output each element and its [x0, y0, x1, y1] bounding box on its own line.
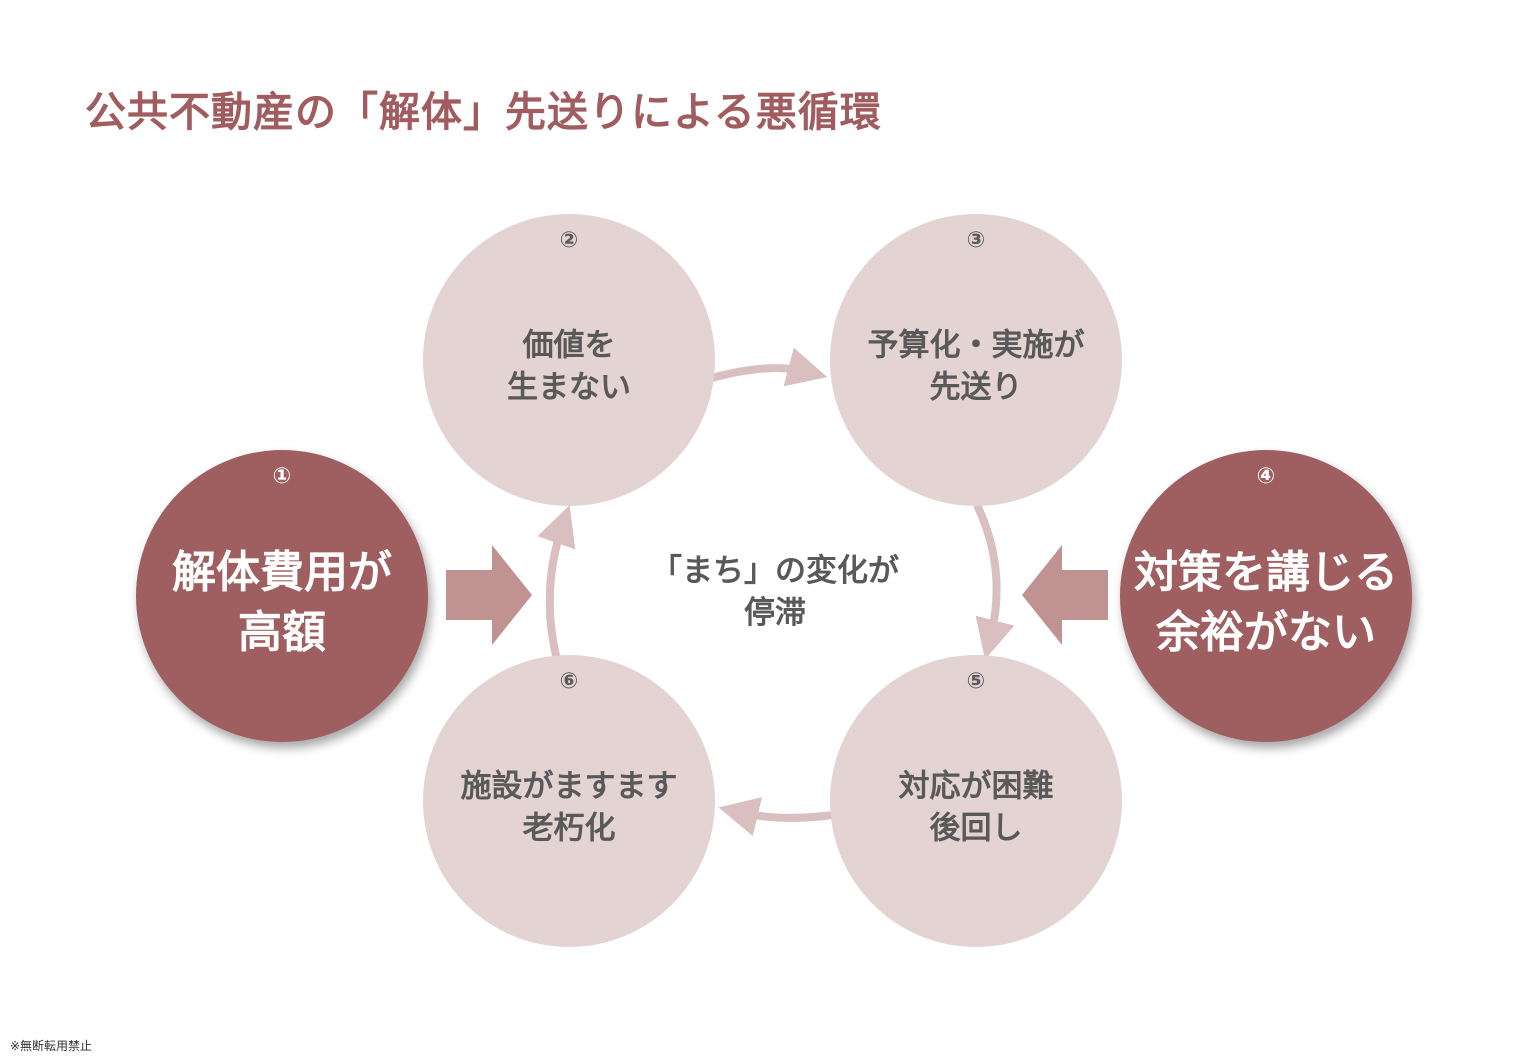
arrow-2-to-3	[710, 347, 828, 387]
node-5-difficult: ⑤ 対応が困難 後回し	[830, 655, 1122, 947]
node-label-line: 予算化・実施が	[867, 327, 1085, 364]
node-label: 価値を 生まない	[403, 325, 735, 409]
block-arrow-1	[446, 545, 532, 645]
node-1-demolition-cost: ① 解体費用が 高額	[136, 450, 428, 742]
center-caption: 「まち」の変化が 停滞	[610, 550, 940, 634]
arrow-5-to-6	[718, 797, 834, 837]
node-label: 対策を講じる 余裕がない	[1100, 543, 1432, 663]
node-label-line: 老朽化	[522, 810, 616, 847]
node-label-line: 対策を講じる	[1134, 547, 1398, 599]
node-label-line: 施設がますます	[460, 768, 678, 805]
node-label: 解体費用が 高額	[116, 543, 448, 663]
node-label: 予算化・実施が 先送り	[810, 325, 1142, 409]
node-number: ③	[966, 228, 986, 253]
copyright-note: ※無断転用禁止	[10, 1039, 93, 1053]
node-label-line: 解体費用が	[172, 547, 392, 599]
node-label-line: 先送り	[929, 369, 1023, 406]
slide-title: 公共不動産の「解体」先送りによる悪循環	[85, 88, 882, 136]
arrow-6-to-2	[537, 505, 576, 661]
node-number: ④	[1256, 464, 1276, 489]
node-number: ⑤	[966, 669, 986, 694]
node-label-line: 余裕がない	[1156, 607, 1376, 659]
node-label: 施設がますます 老朽化	[403, 766, 735, 850]
node-3-postponed: ③ 予算化・実施が 先送り	[830, 214, 1122, 506]
node-4-no-room: ④ 対策を講じる 余裕がない	[1120, 450, 1412, 742]
node-label: 対応が困難 後回し	[810, 766, 1142, 850]
center-caption-line: 「まち」の変化が	[651, 553, 899, 589]
node-number: ②	[559, 228, 579, 253]
node-label-line: 価値を	[522, 327, 616, 364]
center-caption-line: 停滞	[744, 595, 806, 631]
node-label-line: 後回し	[929, 810, 1023, 847]
node-2-no-value: ② 価値を 生まない	[423, 214, 715, 506]
node-number: ⑥	[559, 669, 579, 694]
block-arrow-4	[1022, 545, 1108, 645]
node-label-line: 生まない	[507, 369, 631, 406]
node-label-line: 高額	[238, 607, 326, 659]
arrow-3-to-5	[973, 503, 1015, 660]
node-number: ①	[272, 464, 292, 489]
node-label-line: 対応が困難	[898, 768, 1054, 805]
node-6-aging: ⑥ 施設がますます 老朽化	[423, 655, 715, 947]
